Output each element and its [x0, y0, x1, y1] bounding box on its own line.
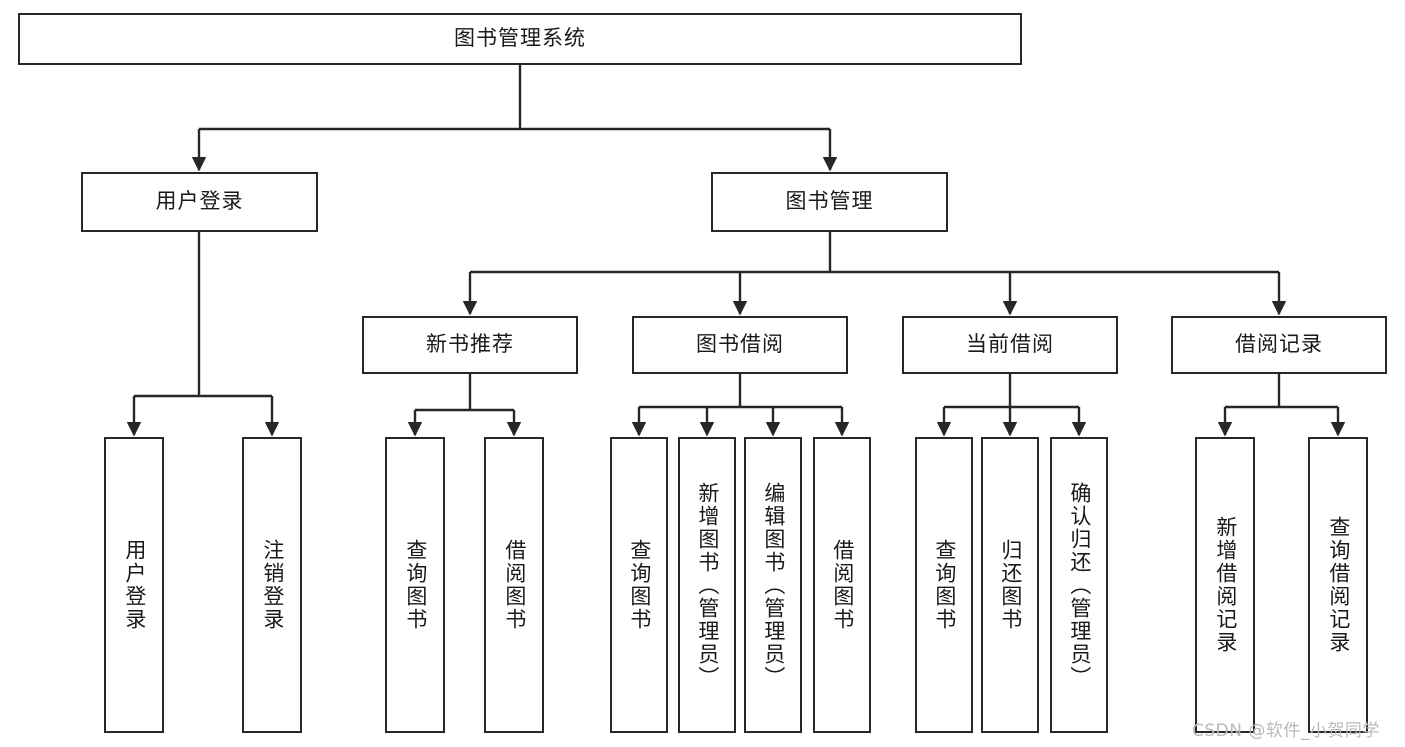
node-user-login[interactable]: 用户登录	[81, 172, 318, 232]
node-book-management-label: 图书管理	[785, 189, 874, 214]
node-user-login-label: 用户登录	[155, 189, 244, 214]
node-leaf-nbr-query-book-label: 查询图书	[403, 539, 428, 631]
node-leaf-cb-query-book[interactable]: 查询图书	[915, 437, 973, 733]
node-leaf-nbr-borrow-book[interactable]: 借阅图书	[484, 437, 544, 733]
node-leaf-br-add-record-label: 新增借阅记录	[1213, 516, 1238, 654]
node-leaf-cb-return-book[interactable]: 归还图书	[981, 437, 1039, 733]
node-leaf-bb-query-book-label: 查询图书	[627, 539, 652, 631]
node-root[interactable]: 图书管理系统	[18, 13, 1022, 65]
node-leaf-bb-edit-book-admin[interactable]: 编辑图书（管理员）	[744, 437, 802, 733]
node-leaf-user-login-label: 用户登录	[122, 539, 147, 631]
node-leaf-bb-borrow-book-label: 借阅图书	[830, 539, 855, 631]
node-leaf-cb-confirm-return-admin[interactable]: 确认归还（管理员）	[1050, 437, 1108, 733]
node-leaf-bb-query-book[interactable]: 查询图书	[610, 437, 668, 733]
node-leaf-br-add-record[interactable]: 新增借阅记录	[1195, 437, 1255, 733]
node-leaf-bb-borrow-book[interactable]: 借阅图书	[813, 437, 871, 733]
node-root-label: 图书管理系统	[454, 26, 586, 51]
node-new-book-recommend-label: 新书推荐	[426, 332, 514, 357]
node-current-borrow[interactable]: 当前借阅	[902, 316, 1118, 374]
node-leaf-cb-return-book-label: 归还图书	[998, 539, 1023, 631]
node-leaf-nbr-borrow-book-label: 借阅图书	[502, 539, 527, 631]
node-leaf-cb-confirm-return-admin-label: 确认归还（管理员）	[1067, 481, 1092, 689]
node-leaf-bb-edit-book-admin-label: 编辑图书（管理员）	[761, 481, 786, 689]
node-leaf-user-login[interactable]: 用户登录	[104, 437, 164, 733]
node-current-borrow-label: 当前借阅	[966, 332, 1054, 357]
node-leaf-logout-label: 注销登录	[260, 539, 285, 631]
node-book-borrow-label: 图书借阅	[696, 332, 784, 357]
node-new-book-recommend[interactable]: 新书推荐	[362, 316, 578, 374]
node-leaf-bb-add-book-admin-label: 新增图书（管理员）	[695, 481, 720, 689]
node-book-management[interactable]: 图书管理	[711, 172, 948, 232]
node-leaf-bb-add-book-admin[interactable]: 新增图书（管理员）	[678, 437, 736, 733]
node-borrow-record-label: 借阅记录	[1235, 332, 1323, 357]
node-leaf-br-query-record[interactable]: 查询借阅记录	[1308, 437, 1368, 733]
node-leaf-nbr-query-book[interactable]: 查询图书	[385, 437, 445, 733]
node-leaf-br-query-record-label: 查询借阅记录	[1326, 516, 1351, 654]
node-borrow-record[interactable]: 借阅记录	[1171, 316, 1387, 374]
node-leaf-cb-query-book-label: 查询图书	[932, 539, 957, 631]
node-book-borrow[interactable]: 图书借阅	[632, 316, 848, 374]
node-leaf-logout[interactable]: 注销登录	[242, 437, 302, 733]
